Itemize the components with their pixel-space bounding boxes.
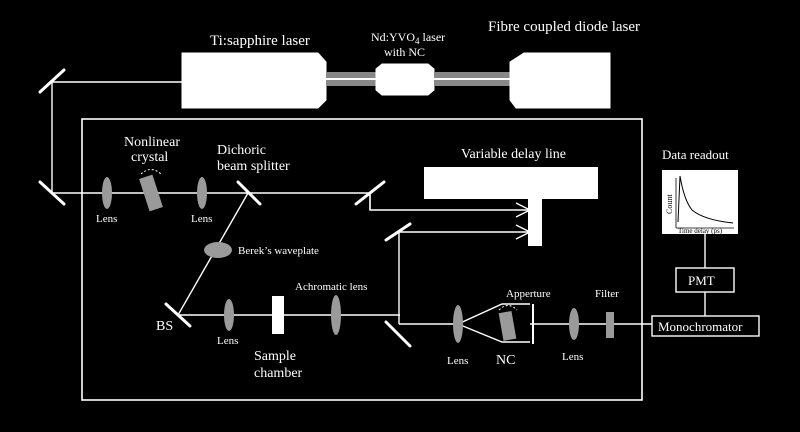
label-filter: Filter bbox=[595, 288, 619, 300]
lens-3 bbox=[224, 299, 234, 331]
label-lens-1: Lens bbox=[96, 213, 117, 225]
lens-5 bbox=[569, 308, 579, 340]
label-lens-4: Lens bbox=[447, 355, 468, 367]
ndyvo4-laser-body bbox=[375, 63, 435, 96]
data-readout-decay-curve bbox=[677, 175, 734, 224]
label-sample-line1: Sample bbox=[254, 349, 296, 364]
data-readout-plot bbox=[662, 170, 738, 234]
label-dichoric-line2: beam splitter bbox=[217, 159, 290, 174]
label-ndyvo4-line2: with NC bbox=[384, 45, 425, 59]
nonlinear-crystal-shape bbox=[139, 174, 163, 212]
nc-rotation-icon bbox=[498, 305, 518, 311]
variable-delay-retroreflector bbox=[528, 196, 542, 246]
label-bereks-waveplate: Berek’s waveplate bbox=[238, 245, 319, 257]
filter-shape bbox=[606, 312, 614, 338]
variable-delay-stage bbox=[424, 167, 598, 199]
label-fibre-laser: Fibre coupled diode laser bbox=[488, 19, 640, 35]
achromatic-lens-shape bbox=[331, 295, 341, 335]
label-nonlinear-line2: crystal bbox=[131, 150, 168, 165]
label-data-readout: Data readout bbox=[662, 147, 729, 162]
beam-splitter-bs bbox=[164, 302, 192, 328]
label-achromatic-lens: Achromatic lens bbox=[295, 281, 367, 293]
label-pmt: PMT bbox=[688, 273, 715, 288]
label-time-axis: Time delay (ps) bbox=[678, 227, 723, 235]
mirror-probe-down bbox=[384, 320, 412, 348]
mirror-delay-in bbox=[354, 180, 386, 206]
nc-crystal-shape bbox=[498, 310, 517, 341]
setup-enclosure bbox=[81, 118, 643, 401]
label-lens-2: Lens bbox=[191, 213, 212, 225]
dichoric-beam-splitter bbox=[236, 180, 262, 206]
label-nc: NC bbox=[496, 353, 515, 368]
nonlinear-crystal-rotation-icon bbox=[140, 169, 162, 175]
label-sample-line2: chamber bbox=[254, 366, 303, 381]
label-apperture: Apperture bbox=[506, 288, 551, 300]
mirror-top-left bbox=[38, 68, 66, 94]
fibre-diode-laser-body bbox=[509, 52, 611, 109]
lens-4 bbox=[453, 305, 463, 343]
beam-to-delay-return bbox=[398, 231, 530, 324]
label-nonlinear-line1: Nonlinear bbox=[124, 135, 180, 150]
label-count-axis: Count bbox=[665, 194, 674, 214]
mirror-lower-left bbox=[38, 180, 66, 206]
label-bs: BS bbox=[156, 319, 173, 334]
lens-2 bbox=[197, 177, 207, 209]
label-ndyvo4-line1: Nd:YVO4 laser bbox=[371, 30, 445, 46]
bereks-waveplate-shape bbox=[204, 242, 232, 258]
sample-chamber-shape bbox=[272, 296, 284, 334]
label-lens-5: Lens bbox=[562, 351, 583, 363]
label-dichoric-line1: Dichoric bbox=[217, 143, 266, 158]
mirror-delay-out bbox=[384, 222, 412, 242]
beam-ti-sapphire-to-mirror bbox=[51, 81, 530, 211]
label-monochromator: Monochromator bbox=[658, 319, 743, 334]
label-variable-delay: Variable delay line bbox=[461, 147, 566, 162]
ti-sapphire-laser-body bbox=[181, 52, 327, 109]
label-lens-3: Lens bbox=[217, 335, 238, 347]
beam-probe-to-nc-lower bbox=[457, 323, 530, 343]
label-ti-sapphire: Ti:sapphire laser bbox=[210, 33, 310, 49]
lens-1 bbox=[102, 177, 112, 209]
beam-probe-to-nc bbox=[399, 303, 530, 325]
